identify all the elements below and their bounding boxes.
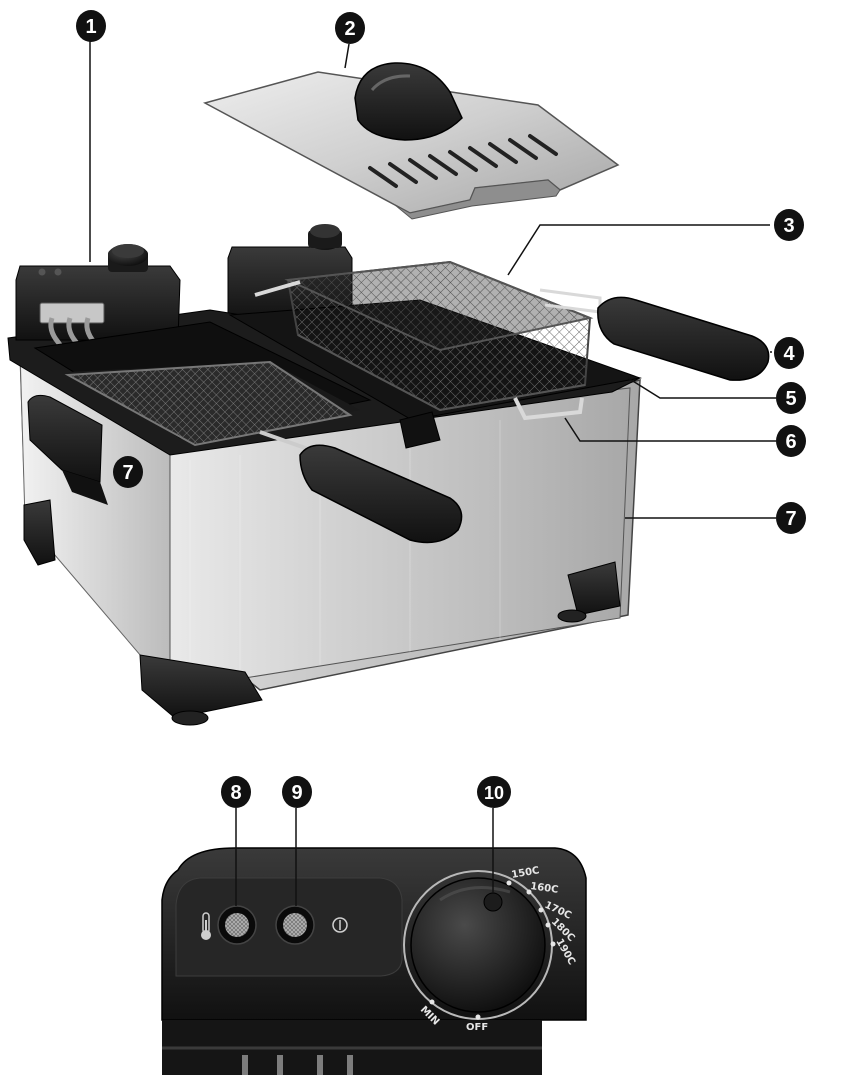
leader-5 [628,378,776,398]
callout-9: 9 [282,776,312,808]
svg-text:8: 8 [230,782,241,804]
dial-off-label: OFF [466,1022,488,1033]
svg-text:2: 2 [344,18,355,40]
callout-8: 8 [221,776,251,808]
svg-text:4: 4 [783,343,795,365]
dial-dot-150 [507,881,512,886]
callout-3: 3 [774,209,804,241]
callout-7-right: 7 [776,502,806,534]
callout-5: 5 [776,382,806,414]
leader-2 [345,44,349,68]
control-panel: 150C 160C 170C 180C 190C MIN OFF [162,848,586,1075]
dial-dot-off [476,1015,481,1020]
dial-dot-min [430,1000,435,1005]
svg-text:9: 9 [291,782,302,804]
lid [205,63,618,219]
svg-text:10: 10 [484,783,504,803]
lid-handle [355,63,462,140]
callout-10: 10 [477,776,511,808]
svg-text:3: 3 [783,215,794,237]
power-indicator-lamp [276,906,314,944]
temperature-indicator-lamp [218,906,256,944]
leader-3 [508,225,770,275]
svg-text:7: 7 [785,508,796,530]
svg-text:7: 7 [122,462,133,484]
callout-2: 2 [335,12,365,44]
callout-6: 6 [776,425,806,457]
callout-1: 1 [76,10,106,42]
svg-text:5: 5 [785,388,796,410]
svg-text:6: 6 [785,431,796,453]
callout-4: 4 [774,337,804,369]
svg-text:1: 1 [85,16,96,38]
callout-7-left: 7 [113,456,143,488]
